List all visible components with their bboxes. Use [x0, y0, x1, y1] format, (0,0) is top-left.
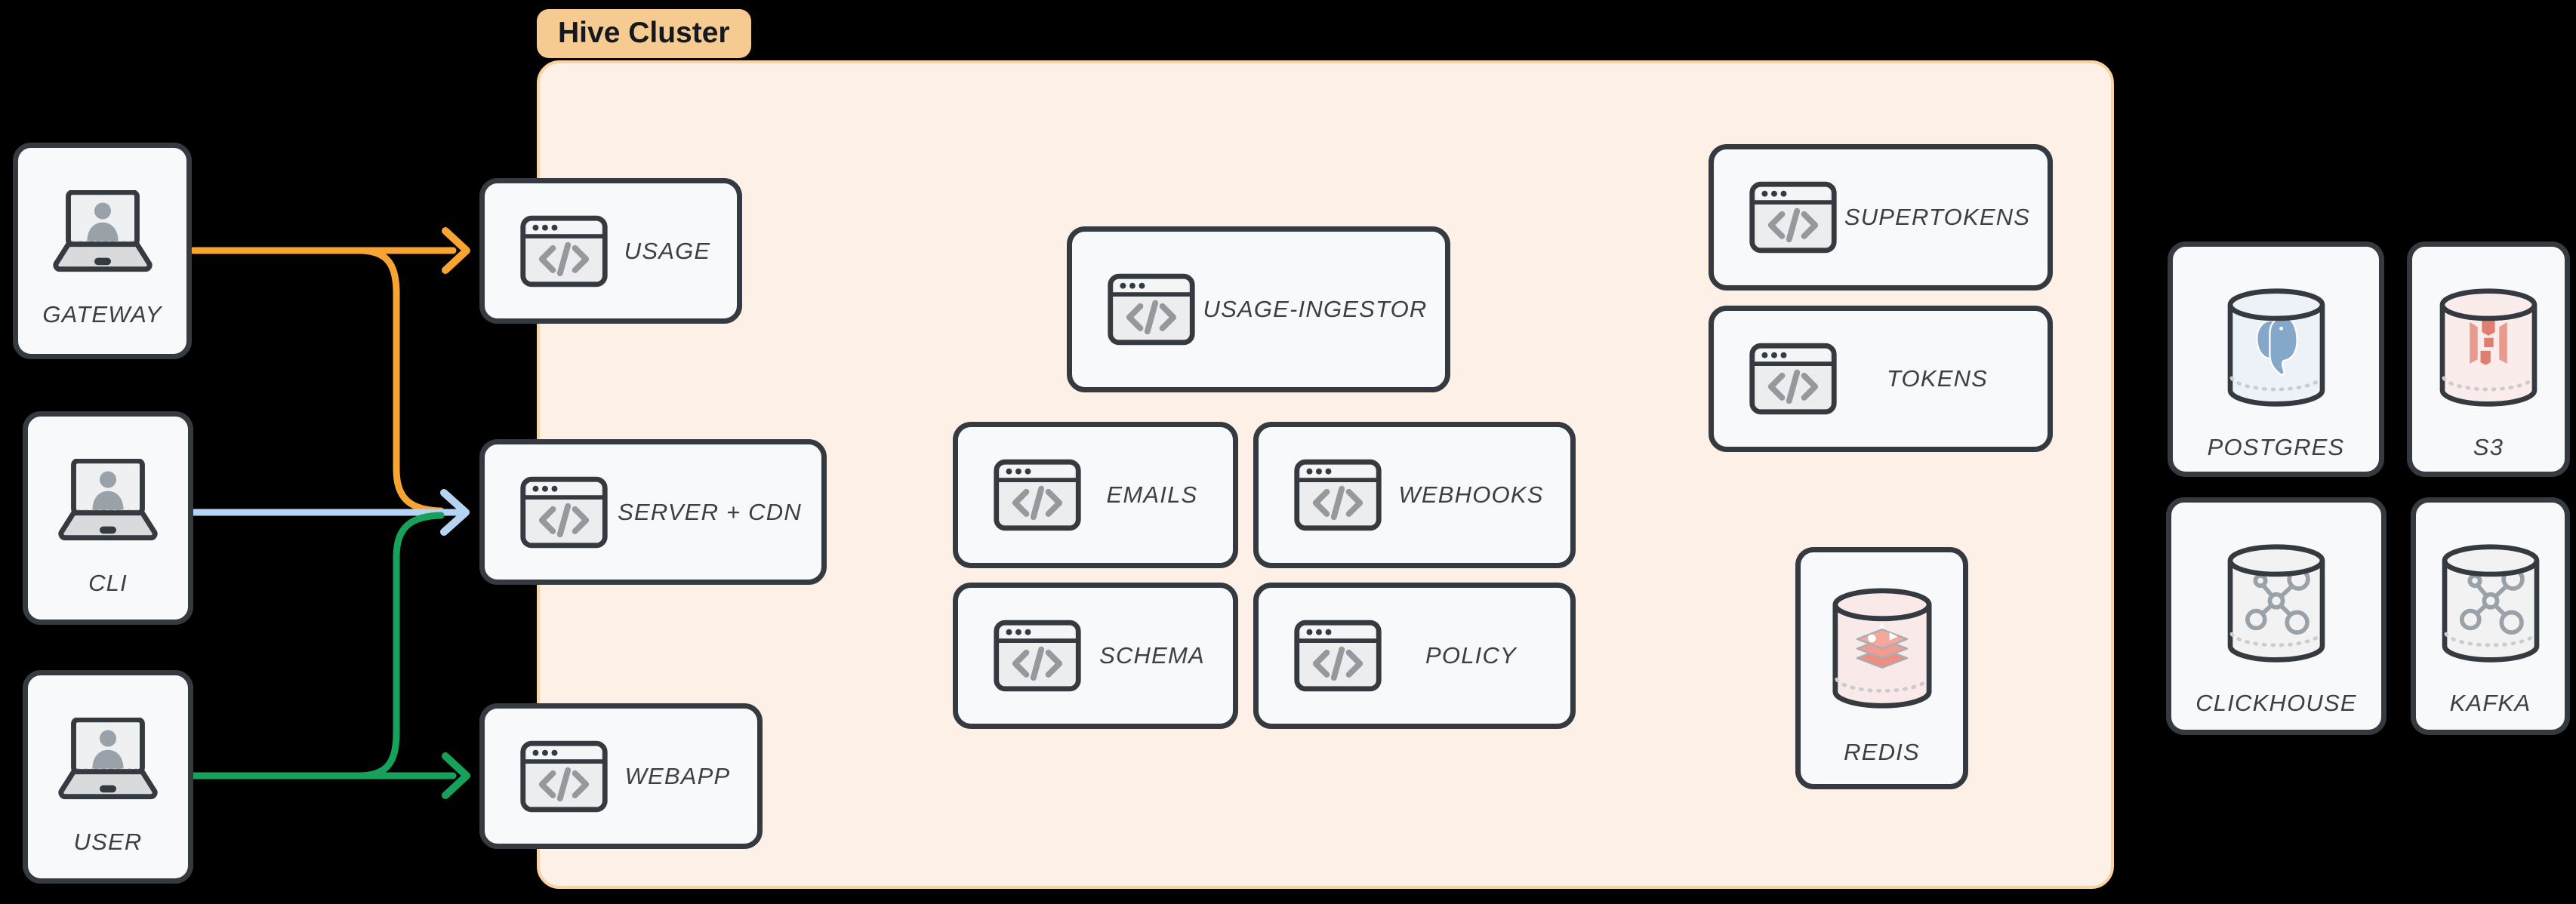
- node-kafka: KAFKA: [2411, 497, 2570, 735]
- code-window-icon: [994, 459, 1081, 531]
- node-label: CLICKHOUSE: [2195, 690, 2357, 716]
- laptop-user-icon: [52, 190, 153, 272]
- node-label: GATEWAY: [42, 301, 162, 327]
- node-label: REDIS: [1844, 739, 1920, 765]
- node-webhooks: WEBHOOKS: [1253, 422, 1576, 568]
- edge-gateway-servercdn: [357, 247, 445, 515]
- node-cli: CLI: [23, 411, 193, 625]
- node-label: POLICY: [1425, 642, 1517, 669]
- node-clickhouse: CLICKHOUSE: [2166, 497, 2386, 735]
- node-label: SERVER + CDN: [618, 498, 802, 525]
- edge-user-servercdn: [357, 512, 445, 779]
- node-label: USER: [73, 829, 143, 855]
- node-label: CLI: [88, 570, 128, 596]
- code-window-icon: [994, 620, 1081, 692]
- node-server-cdn: SERVER + CDN: [479, 439, 827, 585]
- node-s3: S3: [2407, 241, 2570, 477]
- node-webapp: WEBAPP: [479, 703, 763, 849]
- node-label: USAGE-INGESTOR: [1203, 296, 1428, 322]
- node-schema: SCHEMA: [953, 583, 1238, 729]
- node-label: POSTGRES: [2207, 434, 2345, 460]
- node-policy: POLICY: [1253, 583, 1576, 729]
- node-supertokens: SUPERTOKENS: [1709, 144, 2053, 291]
- node-user: USER: [23, 670, 193, 884]
- laptop-user-icon: [58, 718, 158, 800]
- arrowhead-green-icon: [442, 752, 470, 799]
- redis-stack-icon: [1832, 588, 1932, 709]
- clickhouse-molecule-icon: [2227, 544, 2325, 663]
- code-window-icon: [520, 215, 608, 287]
- arrowhead-blue-icon: [440, 489, 470, 536]
- node-usage-ingestor: USAGE-INGESTOR: [1067, 226, 1450, 392]
- node-label: S3: [2473, 434, 2504, 460]
- code-window-icon: [1294, 620, 1382, 692]
- code-window-icon: [1294, 459, 1382, 531]
- postgres-elephant-icon: [2227, 288, 2325, 407]
- node-usage: USAGE: [479, 178, 742, 324]
- code-window-icon: [1108, 273, 1195, 346]
- node-tokens: TOKENS: [1709, 306, 2053, 452]
- code-window-icon: [1749, 343, 1837, 415]
- node-redis: REDIS: [1795, 547, 1968, 789]
- node-label: KAFKA: [2449, 690, 2531, 716]
- node-label: TOKENS: [1886, 365, 1989, 392]
- code-window-icon: [520, 740, 608, 812]
- code-window-icon: [520, 476, 608, 548]
- node-label: EMAILS: [1106, 481, 1198, 508]
- s3-bucket-icon: [2439, 288, 2537, 407]
- node-label: WEBAPP: [624, 762, 731, 789]
- code-window-icon: [1749, 181, 1837, 254]
- node-label: SUPERTOKENS: [1844, 204, 2031, 230]
- node-label: SCHEMA: [1099, 642, 1205, 669]
- hive-cluster-label: Hive Cluster: [537, 9, 751, 58]
- node-emails: EMAILS: [953, 422, 1238, 568]
- node-gateway: GATEWAY: [13, 143, 192, 359]
- node-label: USAGE: [624, 237, 711, 264]
- node-label: WEBHOOKS: [1398, 481, 1544, 508]
- kafka-molecule-icon: [2442, 544, 2539, 663]
- laptop-user-icon: [58, 459, 158, 541]
- arrowhead-orange-icon: [442, 227, 470, 274]
- node-postgres: POSTGRES: [2168, 241, 2384, 477]
